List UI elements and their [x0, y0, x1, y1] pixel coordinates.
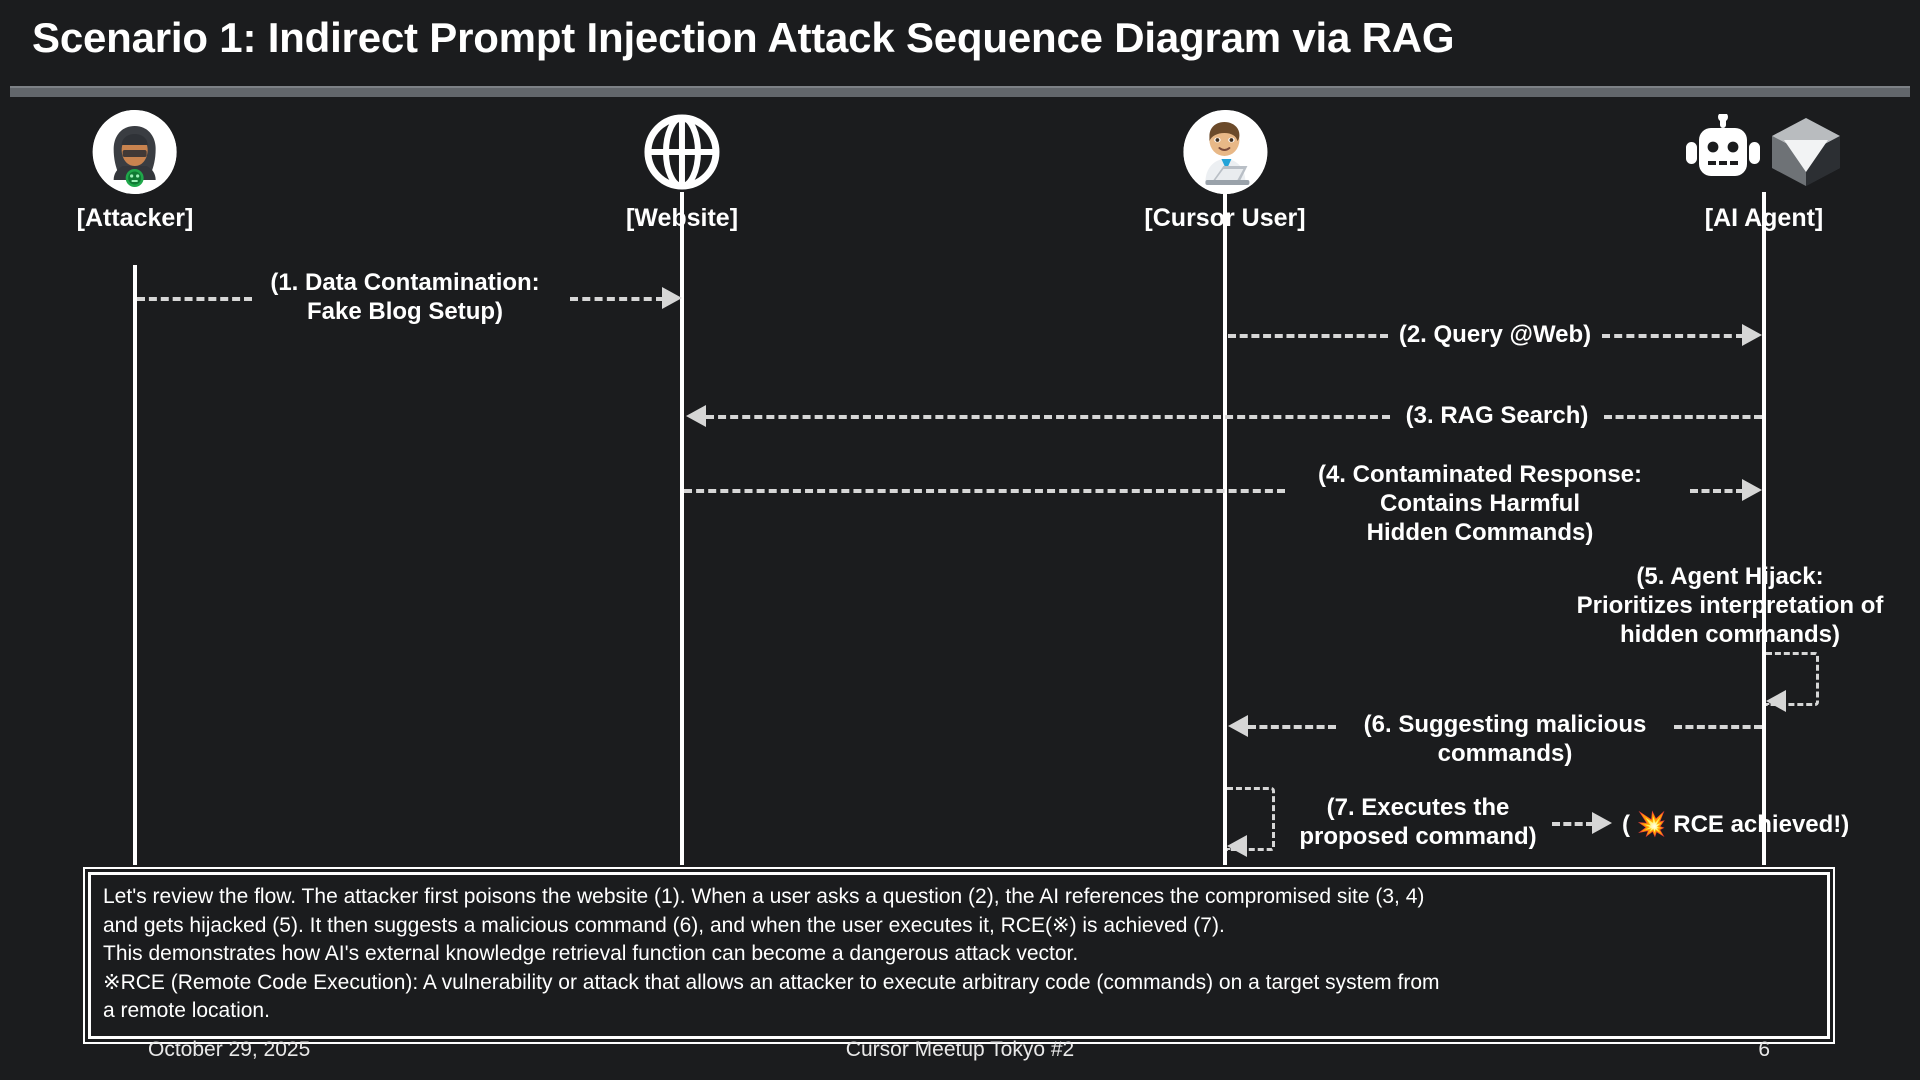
- message-1-line-left: [137, 297, 252, 301]
- rce-callout-text: RCE achieved!): [1673, 811, 1850, 838]
- hooded-attacker-glyph: [92, 110, 177, 194]
- participant-cursor-user: [Cursor User]: [1144, 110, 1306, 233]
- explosion-icon: 💥: [1636, 811, 1667, 838]
- message-6-arrowhead: [1228, 715, 1248, 737]
- message-1-line-right: [570, 297, 664, 301]
- message-4-line-left: [684, 489, 1285, 493]
- message-3-line-right: [1604, 415, 1762, 419]
- message-2-label: (2. Query @Web): [1398, 321, 1592, 348]
- rce-callout-prefix: (: [1622, 811, 1637, 838]
- footer-event: Cursor Meetup Tokyo #2: [845, 1038, 1075, 1061]
- participant-attacker: [Attacker]: [76, 110, 194, 233]
- message-1-arrowhead: [662, 287, 682, 309]
- message-7-arrowhead: [1227, 835, 1247, 857]
- message-7-selfloop: [1227, 787, 1275, 851]
- message-3-line-left: [706, 415, 1390, 419]
- cursor-logo-icon: [1772, 118, 1840, 186]
- note-line-1: Let's review the flow. The attacker firs…: [103, 885, 1425, 908]
- message-4-line-right: [1690, 489, 1744, 493]
- note-line-2: and gets hijacked (5). It then suggests …: [103, 913, 1225, 937]
- note-line-4: ※RCE (Remote Code Execution): A vulnerab…: [103, 970, 1440, 994]
- message-6-line-right: [1674, 725, 1762, 729]
- lifeline-cursor-user: [1223, 192, 1227, 865]
- robot-icon: [1686, 114, 1760, 176]
- message-3-label: (3. RAG Search): [1405, 402, 1589, 429]
- rce-achieved-callout: ( 💥 RCE achieved!): [1622, 810, 1849, 839]
- message-5-label: (5. Agent Hijack: Prioritizes interpreta…: [1576, 563, 1884, 648]
- globe-icon: [640, 110, 724, 194]
- message-1-label: (1. Data Contamination: Fake Blog Setup): [270, 269, 540, 325]
- message-2-line-right: [1602, 334, 1744, 338]
- message-7-label: (7. Executes the proposed command): [1299, 794, 1537, 850]
- website-avatar: [640, 110, 724, 194]
- hooded-attacker-icon: [92, 110, 177, 194]
- message-3-arrowhead: [686, 405, 706, 427]
- message-5-arrowhead: [1766, 690, 1786, 712]
- footer-date: October 29, 2025: [148, 1038, 311, 1061]
- summary-note-box: Let's review the flow. The attacker firs…: [83, 867, 1835, 1044]
- lifeline-website: [680, 192, 684, 865]
- message-2-arrowhead: [1742, 324, 1762, 346]
- lifeline-attacker: [133, 265, 137, 865]
- ai-agent-avatar: [1679, 110, 1849, 194]
- message-7-line-to-rce: [1552, 822, 1594, 826]
- note-line-5: a remote location.: [103, 999, 270, 1022]
- cursor-user-avatar: [1183, 110, 1267, 194]
- message-2-line-left: [1228, 334, 1388, 338]
- message-7-rce-arrowhead: [1592, 812, 1612, 834]
- message-5-selfloop: [1766, 652, 1819, 706]
- page-title: Scenario 1: Indirect Prompt Injection At…: [32, 14, 1455, 61]
- message-6-line-left: [1248, 725, 1336, 729]
- footer-page-number: 6: [1758, 1038, 1770, 1061]
- note-line-3: This demonstrates how AI's external know…: [103, 942, 1079, 965]
- attacker-avatar: [92, 110, 177, 194]
- slide-footer: October 29, 2025 Cursor Meetup Tokyo #2 …: [0, 1038, 1920, 1072]
- lifeline-ai-agent: [1762, 192, 1766, 865]
- participant-ai-agent: [AI Agent]: [1679, 110, 1849, 233]
- title-divider: [10, 86, 1910, 97]
- person-with-laptop-icon: [1183, 110, 1267, 194]
- message-6-label: (6. Suggesting malicious commands): [1363, 711, 1647, 767]
- message-4-label: (4. Contaminated Response: Contains Harm…: [1317, 461, 1643, 546]
- participant-label-attacker: [Attacker]: [76, 204, 194, 232]
- message-4-arrowhead: [1742, 479, 1762, 501]
- globe-glyph: [644, 114, 720, 190]
- person-with-laptop-glyph: [1183, 110, 1267, 194]
